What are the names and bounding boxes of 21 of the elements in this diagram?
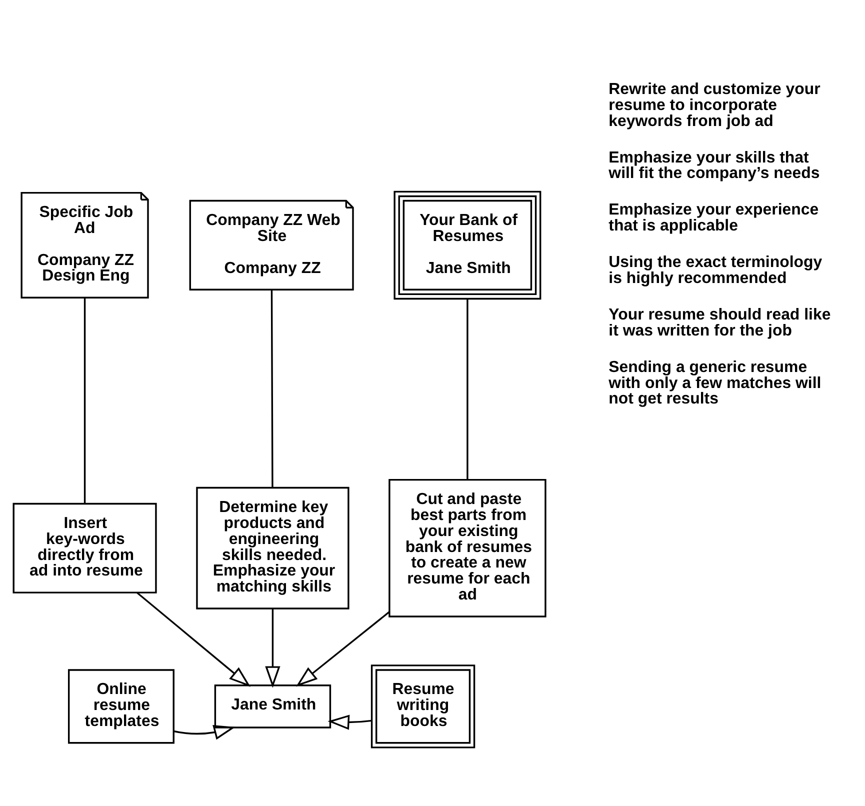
arrow	[295, 610, 390, 686]
node-box: Determine key products and engineering skills needed. Emphasize your matching skills	[196, 486, 349, 609]
label: Using the exact terminology is highly recommended	[608, 254, 822, 287]
arrow	[173, 724, 235, 740]
node-box: Your Bank of Resumes Jane Smith	[393, 190, 541, 300]
label: Sending a generic resume with only a few matches will not get results	[608, 358, 821, 408]
node-box: Cut and paste best parts from your existing bank of resumes to create a new resume for each ad	[388, 478, 546, 617]
arrow	[327, 714, 372, 730]
connector	[83, 297, 86, 504]
node-box: Jane Smith	[214, 684, 331, 728]
arrow	[264, 608, 280, 688]
node-box: Online resume templates	[67, 668, 174, 744]
connector	[270, 289, 273, 488]
label: Emphasize your skills that will fit the company’s needs	[608, 148, 820, 182]
label: Emphasize your experience that is applicable	[608, 201, 818, 234]
arrow	[136, 592, 250, 686]
node-box: Resume writing books	[370, 664, 475, 748]
label: Rewrite and customize your resume to incorporate keywords from job ad	[608, 80, 820, 130]
connector	[466, 298, 468, 480]
node-box: Insert key-words directly from ad into resume	[12, 502, 156, 593]
label: Your resume should read like it was written for the job	[608, 306, 830, 339]
